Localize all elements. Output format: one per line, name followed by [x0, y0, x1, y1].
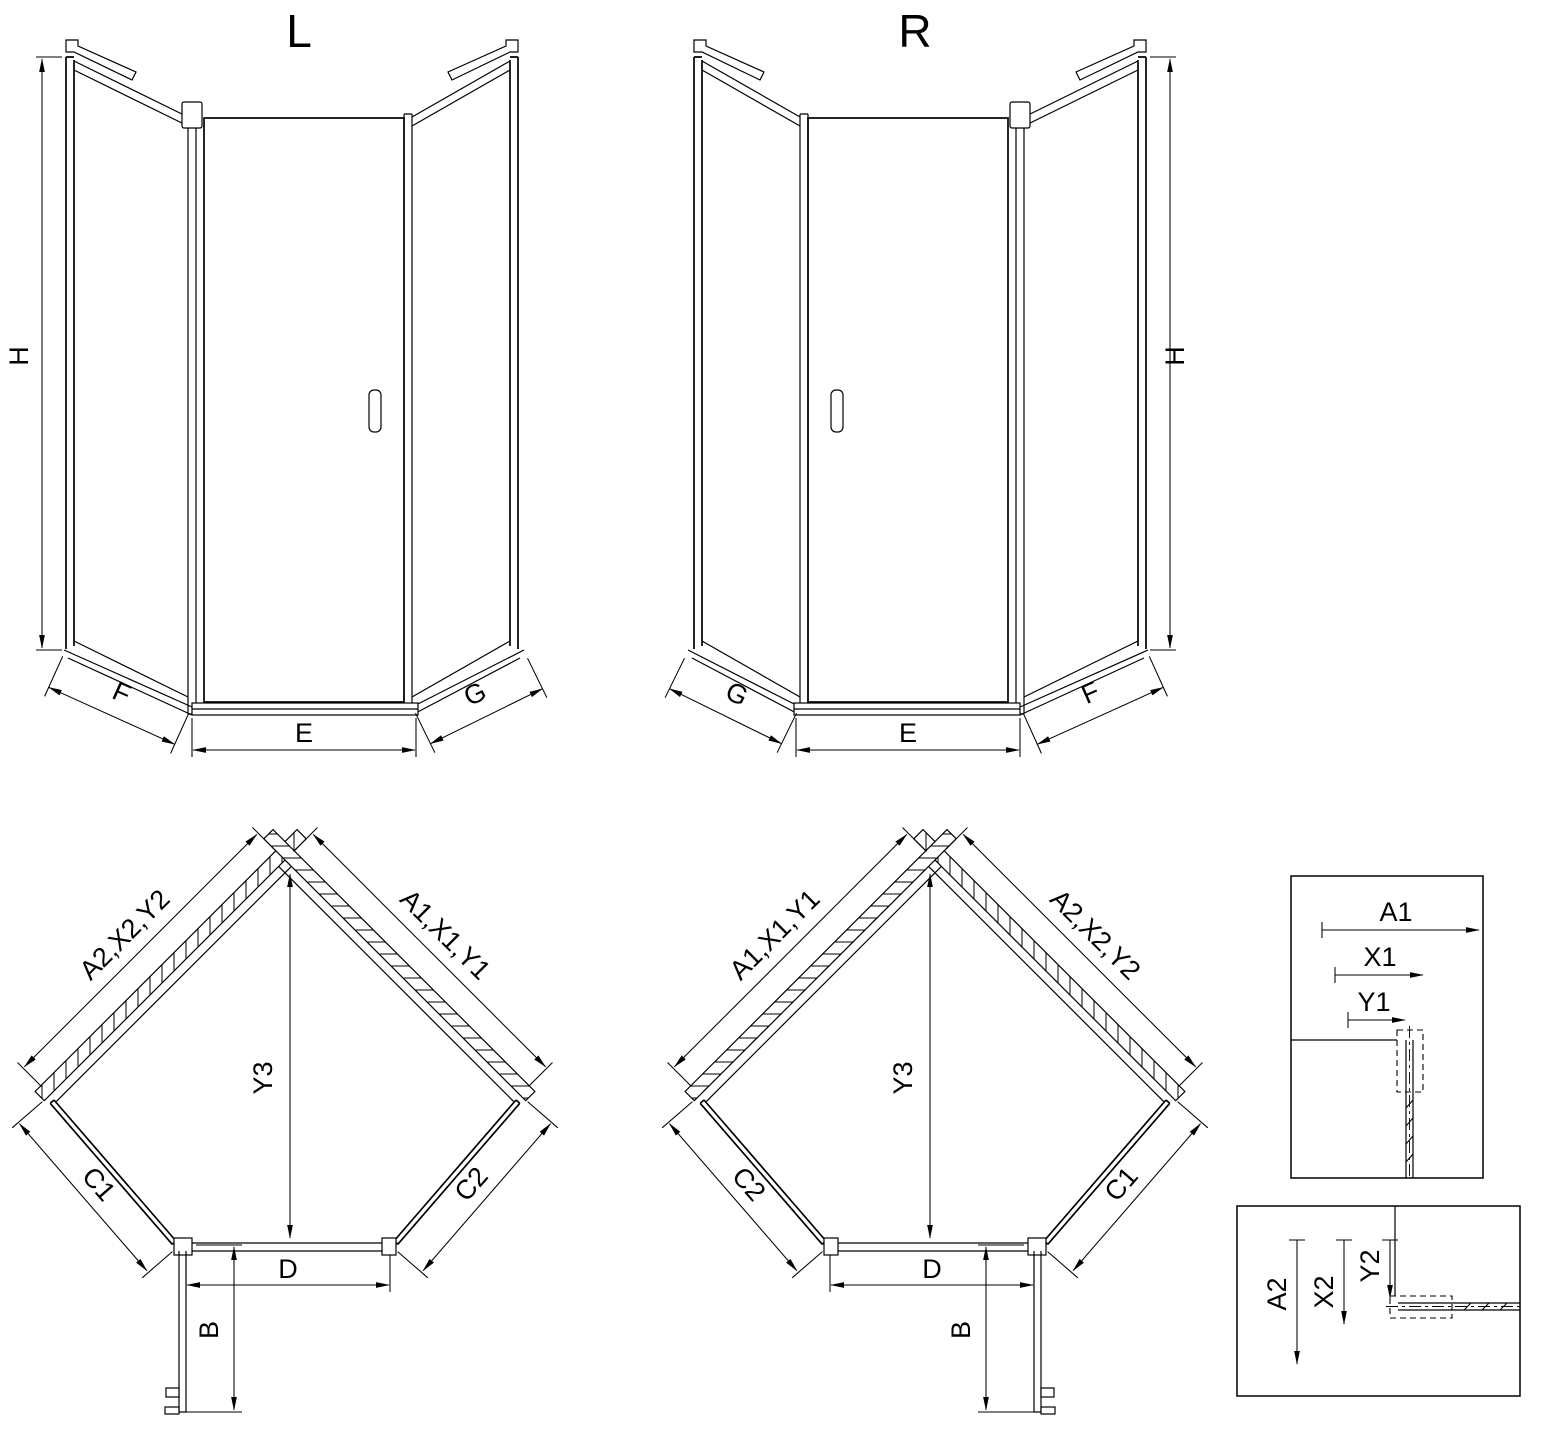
label-A1-detail: A1 [1379, 897, 1412, 927]
label-C1-planL: C1 [76, 1161, 121, 1207]
label-D-planL: D [278, 1254, 298, 1284]
label-A2-detail: A2 [1262, 1277, 1292, 1310]
label-H-right: H [1160, 346, 1190, 366]
label-F-right: F [1077, 676, 1104, 710]
label-F-left: F [108, 676, 135, 710]
label-C2-planL: C2 [449, 1161, 494, 1207]
label-C2-planR: C2 [726, 1161, 771, 1207]
label-Y2-detail: Y2 [1355, 1249, 1385, 1282]
elevation-right-geometry [665, 40, 1176, 757]
label-B-planL: B [194, 1321, 224, 1339]
label-Y1-detail: Y1 [1357, 987, 1390, 1017]
detail-top-dimensions [1321, 922, 1480, 1028]
glass-edge [1398, 1302, 1520, 1311]
plan-right-geometry [662, 828, 1208, 1415]
glass-clamp-profile [1389, 1295, 1453, 1319]
variant-title-right: R [898, 5, 931, 57]
label-H-left: H [4, 346, 34, 366]
label-X1-detail: X1 [1363, 942, 1396, 972]
label-Y3-planR: Y3 [888, 1061, 918, 1094]
label-E-right: E [899, 718, 917, 748]
glass-clamp-profile [1396, 1029, 1424, 1093]
glass-edge [1405, 1040, 1414, 1178]
detail-view-top [1290, 875, 1484, 1179]
label-C1-planR: C1 [1099, 1161, 1144, 1207]
label-B-planR: B [946, 1321, 976, 1339]
label-Y3-planL: Y3 [248, 1061, 278, 1094]
label-X2-detail: X2 [1309, 1275, 1339, 1308]
label-E-left: E [295, 718, 313, 748]
plan-left-geometry [12, 828, 558, 1415]
detail-bottom-dimensions [1289, 1239, 1398, 1365]
detail-view-bottom [1236, 1205, 1521, 1397]
variant-title-left: L [286, 5, 312, 57]
label-D-planR: D [922, 1254, 942, 1284]
elevation-left-geometry [36, 40, 547, 757]
